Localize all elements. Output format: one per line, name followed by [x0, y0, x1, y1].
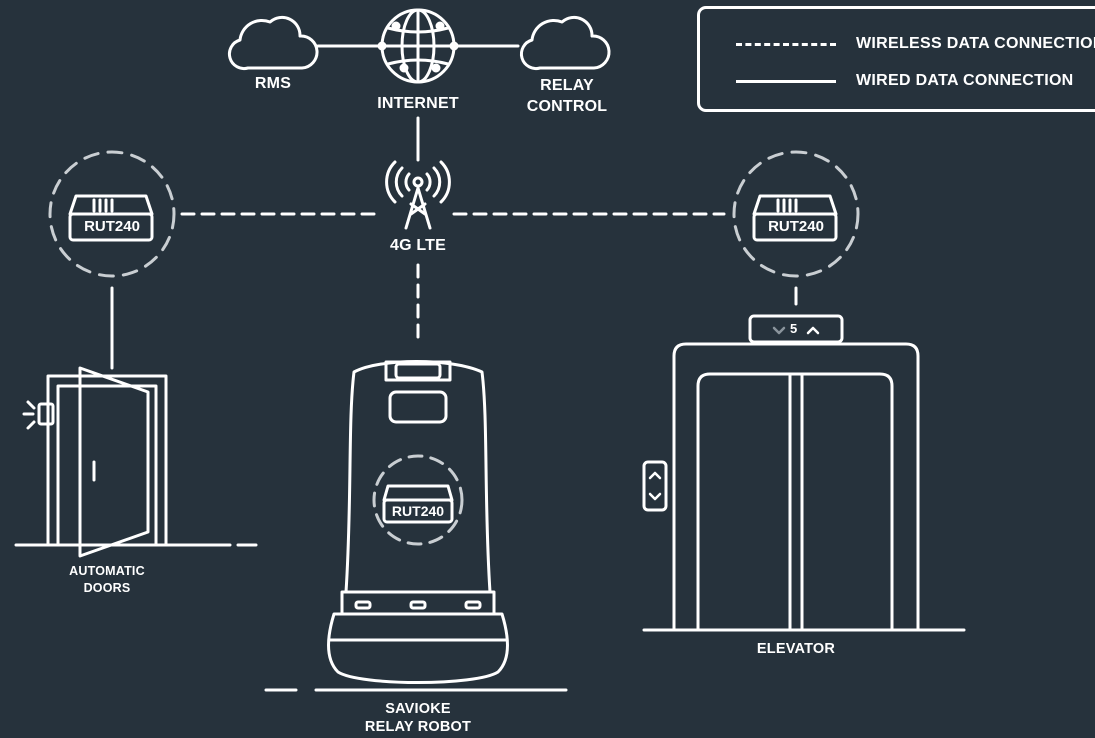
router-right-icon — [732, 150, 860, 278]
internet-label: INTERNET — [377, 95, 459, 112]
legend-wired-label: WIRED DATA CONNECTION — [856, 72, 1074, 89]
internet-globe-icon — [377, 8, 459, 84]
automatic-door-icon — [14, 366, 258, 558]
cell-tower-icon — [385, 160, 451, 230]
router-left-icon — [48, 150, 176, 278]
legend: WIRELESS DATA CONNECTION WIRED DATA CONN… — [697, 6, 1095, 112]
doors-label-line1: AUTOMATIC — [69, 564, 145, 578]
lte-label: 4G LTE — [389, 237, 447, 254]
relay-control-label-line2: CONTROL — [526, 98, 608, 115]
router-robot-label: RUT240 — [391, 503, 445, 519]
legend-wireless-label: WIRELESS DATA CONNECTION — [856, 35, 1095, 52]
rms-cloud-icon — [227, 15, 319, 71]
robot-label-line1: SAVIOKE — [385, 701, 451, 717]
legend-row-wireless: WIRELESS DATA CONNECTION — [736, 33, 1095, 55]
solid-line-swatch — [736, 79, 836, 83]
relay-control-label-line1: RELAY — [540, 77, 594, 94]
wired-links-top — [110, 44, 798, 370]
doors-label-line2: DOORS — [83, 581, 131, 595]
savioke-robot-icon — [264, 360, 568, 692]
router-right-label: RUT240 — [768, 218, 824, 235]
wireless-links — [180, 212, 726, 342]
elevator-label: ELEVATOR — [756, 641, 836, 657]
legend-row-wired: WIRED DATA CONNECTION — [736, 70, 1074, 92]
dashed-line-swatch — [736, 42, 836, 46]
rms-label: RMS — [254, 75, 292, 92]
elevator-icon — [642, 314, 966, 632]
router-left-label: RUT240 — [84, 218, 140, 235]
robot-label-line2: RELAY ROBOT — [364, 719, 472, 735]
relay-control-cloud-icon — [519, 15, 611, 71]
elevator-floor-number: 5 — [790, 321, 798, 336]
